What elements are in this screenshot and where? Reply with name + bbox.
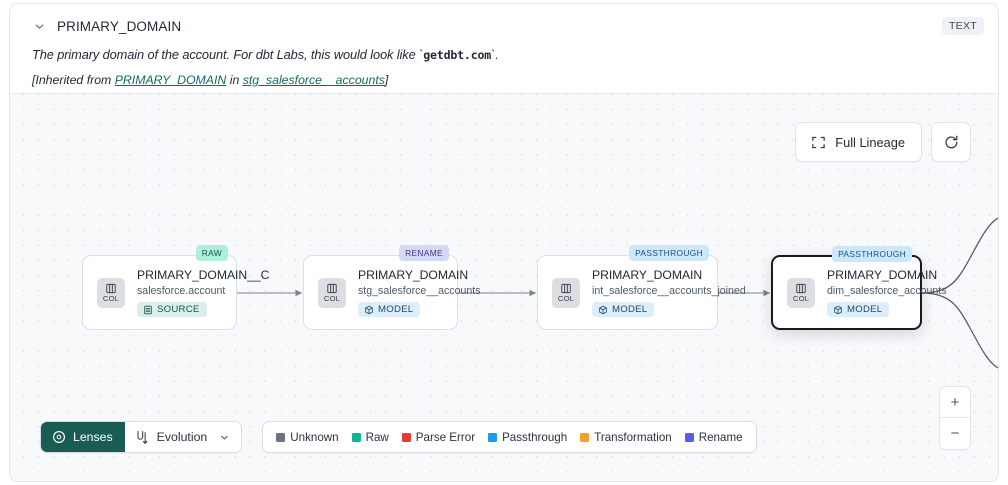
node-kind-label: MODEL	[847, 304, 883, 315]
node-name: PRIMARY_DOMAIN	[592, 268, 703, 282]
refresh-icon	[943, 134, 960, 151]
description-suffix: .	[495, 47, 499, 62]
aperture-icon	[52, 430, 66, 444]
node-body: PRIMARY_DOMAIN__C salesforce.account SOU…	[137, 268, 279, 317]
column-detail-card: PRIMARY_DOMAIN TEXT The primary domain o…	[9, 3, 999, 482]
header-title-row: PRIMARY_DOMAIN	[32, 16, 982, 36]
column-badge-label: COL	[102, 293, 120, 303]
legend-swatch-transformation	[580, 432, 590, 442]
expand-icon	[811, 135, 826, 150]
node-tag-4: PASSTHROUGH	[832, 246, 912, 262]
inherited-column-link[interactable]: PRIMARY_DOMAIN	[114, 73, 227, 87]
zoom-out-button[interactable]: −	[940, 418, 970, 449]
node-body: PRIMARY_DOMAIN int_salesforce__accounts_…	[592, 268, 756, 317]
description-code: getdbt.com	[423, 48, 492, 62]
legend-swatch-unknown	[276, 432, 286, 442]
inherited-suffix: ]	[384, 73, 389, 87]
column-badge-label: COL	[323, 293, 341, 303]
zoom-in-button[interactable]: +	[940, 387, 970, 418]
node-body: PRIMARY_DOMAIN dim_salesforce_accounts M…	[827, 268, 957, 317]
node-kind-badge: MODEL	[358, 302, 421, 317]
lineage-node-3[interactable]: PASSTHROUGH COL PRIMARY_DOMAIN int_sales…	[537, 245, 746, 330]
legend-item: Parse Error	[401, 430, 476, 444]
column-type-badge: COL	[552, 277, 580, 308]
inherited-note: [Inherited from PRIMARY_DOMAIN in stg_sa…	[32, 72, 982, 88]
node-kind-badge: SOURCE	[137, 302, 207, 317]
node-subtitle: stg_salesforce__accounts	[358, 285, 481, 297]
columns-icon	[327, 283, 337, 293]
lenses-label: Lenses	[73, 430, 113, 444]
legend-label: Rename	[698, 430, 743, 444]
legend-swatch-raw	[351, 432, 361, 442]
column-type-badge: COL	[787, 277, 815, 308]
legend-label: Unknown	[290, 430, 339, 444]
node-tag-3: PASSTHROUGH	[629, 245, 709, 261]
column-description: The primary domain of the account. For d…	[32, 47, 499, 62]
lineage-legend: Unknown Raw Parse Error Passthrough	[262, 421, 757, 453]
node-subtitle: salesforce.account	[137, 285, 226, 297]
node-subtitle: dim_salesforce_accounts	[827, 285, 947, 297]
legend-item: Transformation	[580, 431, 672, 444]
node-kind-badge: MODEL	[827, 302, 890, 317]
node-kind-label: SOURCE	[157, 304, 200, 315]
node-kind-badge: MODEL	[592, 302, 655, 317]
description-text: The primary domain of the account. For d…	[32, 47, 420, 62]
legend-item: Unknown	[276, 430, 339, 444]
inherited-prefix: [Inherited from	[32, 73, 115, 87]
column-badge-label: COL	[792, 293, 810, 303]
columns-icon	[796, 283, 806, 293]
legend-item: Passthrough	[488, 431, 567, 444]
node-body: PRIMARY_DOMAIN stg_salesforce__accounts …	[358, 268, 491, 317]
legend-item: Raw	[351, 430, 389, 444]
legend-label: Passthrough	[502, 430, 568, 444]
full-lineage-button[interactable]: Full Lineage	[795, 122, 922, 162]
page-title: PRIMARY_DOMAIN	[57, 18, 182, 34]
zoom-controls: + −	[939, 386, 971, 450]
legend-label: Raw	[365, 430, 389, 444]
node-kind-label: MODEL	[378, 304, 414, 315]
inherited-model-link[interactable]: stg_salesforce__accounts	[242, 73, 385, 87]
refresh-button[interactable]	[931, 122, 971, 162]
node-name: PRIMARY_DOMAIN	[827, 268, 938, 282]
evolution-icon	[135, 430, 149, 445]
database-icon	[144, 305, 152, 314]
legend-swatch-passthrough	[488, 432, 498, 442]
column-type-badge: COL	[318, 277, 346, 308]
legend-label: Transformation	[594, 430, 672, 444]
legend-label: Parse Error	[415, 430, 476, 444]
chevron-down-icon[interactable]	[32, 19, 46, 33]
evolution-label: Evolution	[156, 430, 208, 444]
legend-item: Rename	[684, 430, 743, 444]
full-lineage-label: Full Lineage	[835, 134, 905, 150]
columns-icon	[106, 283, 116, 293]
canvas-top-controls: Full Lineage	[795, 122, 971, 162]
legend-swatch-parse-error	[401, 432, 411, 442]
column-type-badge: COL	[97, 277, 125, 308]
lineage-canvas[interactable]: Full Lineage + −	[10, 93, 998, 481]
lens-control-group: Lenses Evolution	[40, 421, 243, 453]
node-subtitle: int_salesforce__accounts_joined	[592, 285, 746, 297]
node-name: PRIMARY_DOMAIN	[358, 268, 469, 282]
node-kind-label: MODEL	[612, 304, 648, 315]
lineage-node-4[interactable]: PASSTHROUGH COL PRIMARY_DOMAIN dim_sales…	[771, 246, 947, 330]
cube-icon	[365, 305, 373, 314]
status-badge: TEXT	[941, 17, 984, 35]
inherited-mid: in	[226, 73, 243, 87]
lineage-node-1[interactable]: RAW COL PRIMARY_DOMAIN__C salesforce.acc…	[82, 245, 269, 330]
lineage-graph: RAW COL PRIMARY_DOMAIN__C salesforce.acc…	[10, 94, 998, 481]
node-tag-1: RAW	[195, 245, 228, 261]
evolution-button[interactable]: Evolution	[124, 422, 242, 452]
chevron-down-icon	[215, 432, 230, 443]
node-tag-2: RENAME	[399, 245, 449, 261]
columns-icon	[561, 283, 571, 293]
lineage-node-2[interactable]: RENAME COL PRIMARY_DOMAIN stg_salesforce…	[303, 245, 481, 330]
cube-icon	[834, 305, 842, 314]
column-badge-label: COL	[557, 293, 575, 303]
legend-swatch-rename	[684, 432, 694, 442]
lenses-button[interactable]: Lenses	[41, 422, 125, 452]
cube-icon	[599, 305, 607, 314]
column-header: PRIMARY_DOMAIN TEXT The primary domain o…	[10, 4, 998, 93]
canvas-bottom-bar: Lenses Evolution	[40, 421, 757, 453]
node-name: PRIMARY_DOMAIN__C	[137, 268, 270, 282]
